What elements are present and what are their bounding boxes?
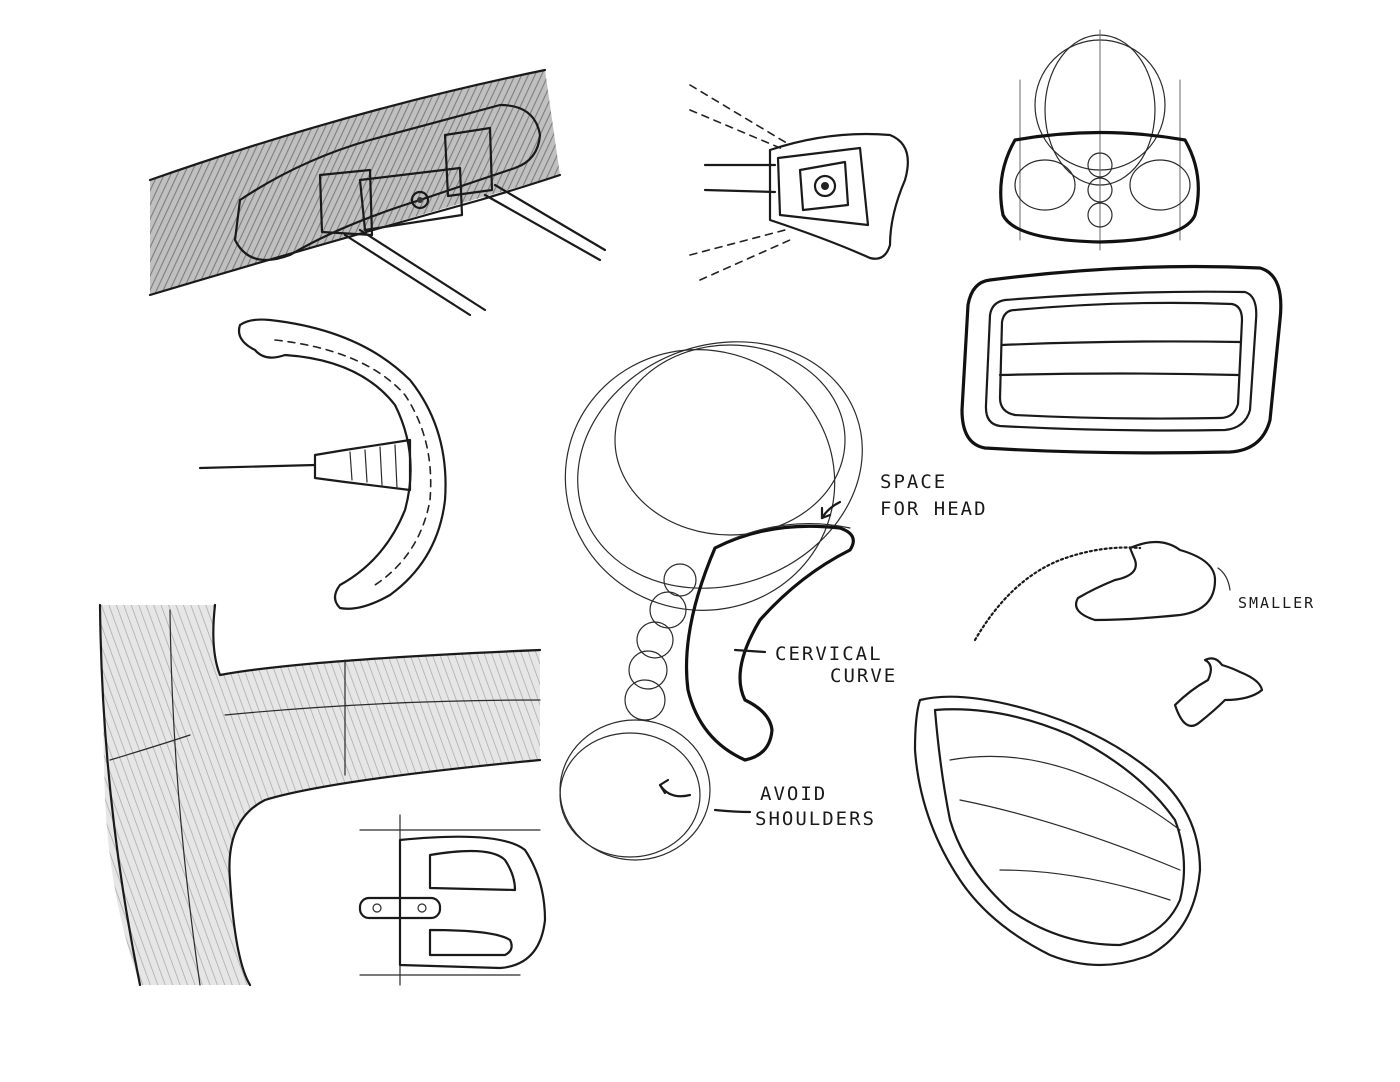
headrest-frame-sketch xyxy=(960,264,1283,455)
label-space-for-head: SPACE FOR HEAD xyxy=(880,471,988,520)
label-smaller-text: SMALLER xyxy=(1238,594,1315,612)
side-clamp-sketch xyxy=(358,814,547,986)
label-space-for-head-line1: SPACE xyxy=(880,471,947,493)
label-space-for-head-line2: FOR HEAD xyxy=(880,498,988,520)
mount-fitting-sketch xyxy=(689,84,909,281)
headrest-3d-sketch xyxy=(913,695,1202,967)
label-avoid-shoulders-line1: AVOID xyxy=(760,783,827,805)
label-avoid-shoulders: AVOID SHOULDERS xyxy=(713,783,876,830)
headrest-clamp-sketch xyxy=(148,68,607,317)
curved-headrest-sketch xyxy=(198,318,447,610)
cervical-diagram-sketch xyxy=(559,341,863,861)
label-avoid-shoulders-line2: SHOULDERS xyxy=(755,808,876,830)
label-cervical-curve: CERVICAL CURVE xyxy=(733,643,897,687)
label-cervical-curve-line2: CURVE xyxy=(830,665,897,687)
headrest-front-sketch xyxy=(999,29,1200,251)
label-smaller: SMALLER xyxy=(1238,594,1315,612)
label-cervical-curve-line1: CERVICAL xyxy=(775,643,883,665)
headrest-arm-sketch xyxy=(98,603,542,987)
profile-variants-sketch xyxy=(973,540,1264,727)
